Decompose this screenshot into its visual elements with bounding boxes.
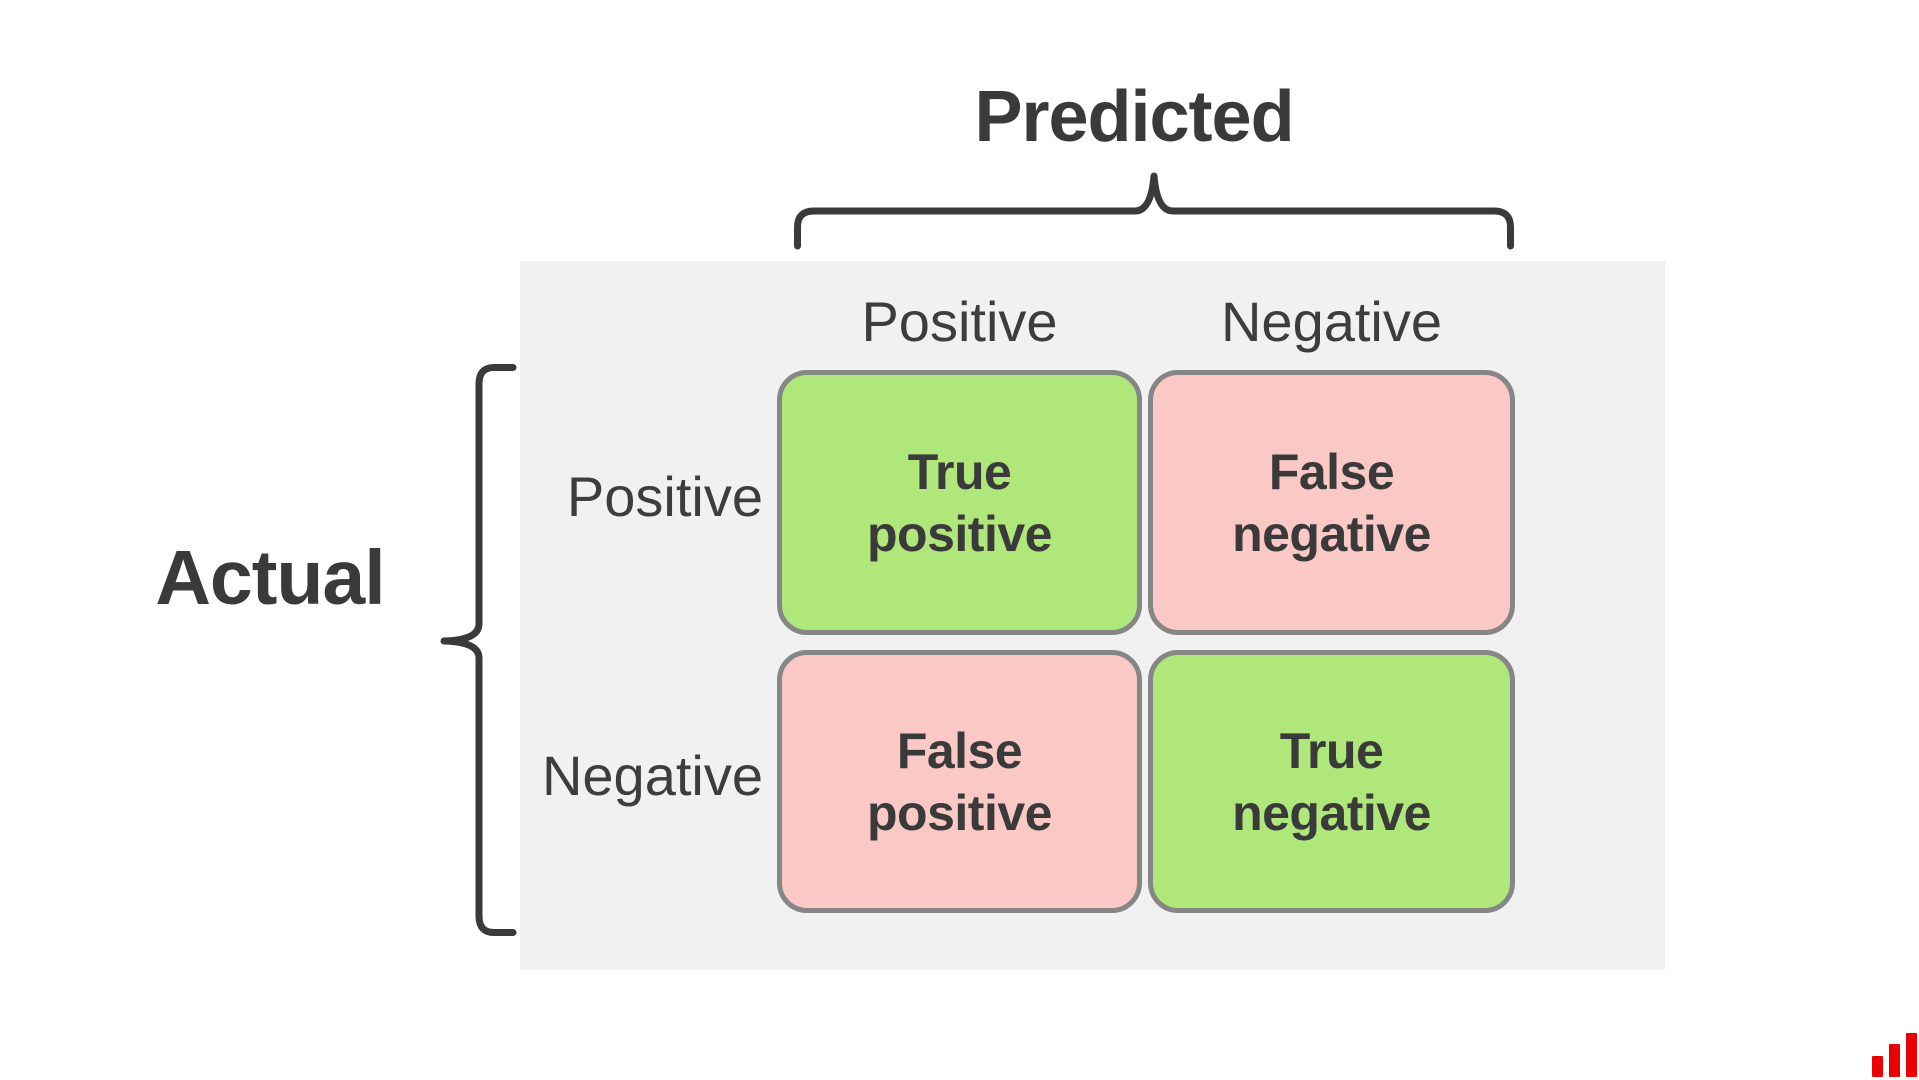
actual-brace — [440, 364, 517, 936]
actual-axis-title: Actual — [155, 535, 385, 621]
cell-false-positive-line2: positive — [867, 784, 1052, 841]
predicted-brace — [794, 172, 1514, 250]
cell-true-negative-line2: negative — [1232, 784, 1431, 841]
cell-false-negative-line2: negative — [1232, 505, 1431, 562]
row-label-negative: Negative — [541, 744, 763, 807]
cell-true-positive: True positive — [777, 370, 1142, 635]
bar-chart-icon-bar2 — [1889, 1044, 1900, 1077]
bar-chart-icon-bar3 — [1906, 1033, 1917, 1077]
cell-false-positive-line1: False — [896, 722, 1023, 779]
col-header-positive: Positive — [861, 290, 1058, 353]
cell-true-negative: True negative — [1148, 650, 1515, 913]
bar-chart-icon-bar1 — [1872, 1056, 1883, 1077]
cell-true-positive-line1: True — [907, 443, 1012, 500]
bar-chart-icon — [1872, 1033, 1917, 1077]
row-label-positive: Positive — [566, 465, 763, 528]
cell-false-positive: False positive — [777, 650, 1142, 913]
cell-false-negative-line1: False — [1268, 443, 1395, 500]
cell-true-negative-line1: True — [1279, 722, 1384, 779]
cell-false-negative: False negative — [1148, 370, 1515, 635]
col-header-negative: Negative — [1220, 290, 1443, 353]
predicted-axis-title: Predicted — [974, 77, 1294, 157]
cell-true-positive-line2: positive — [867, 505, 1052, 562]
